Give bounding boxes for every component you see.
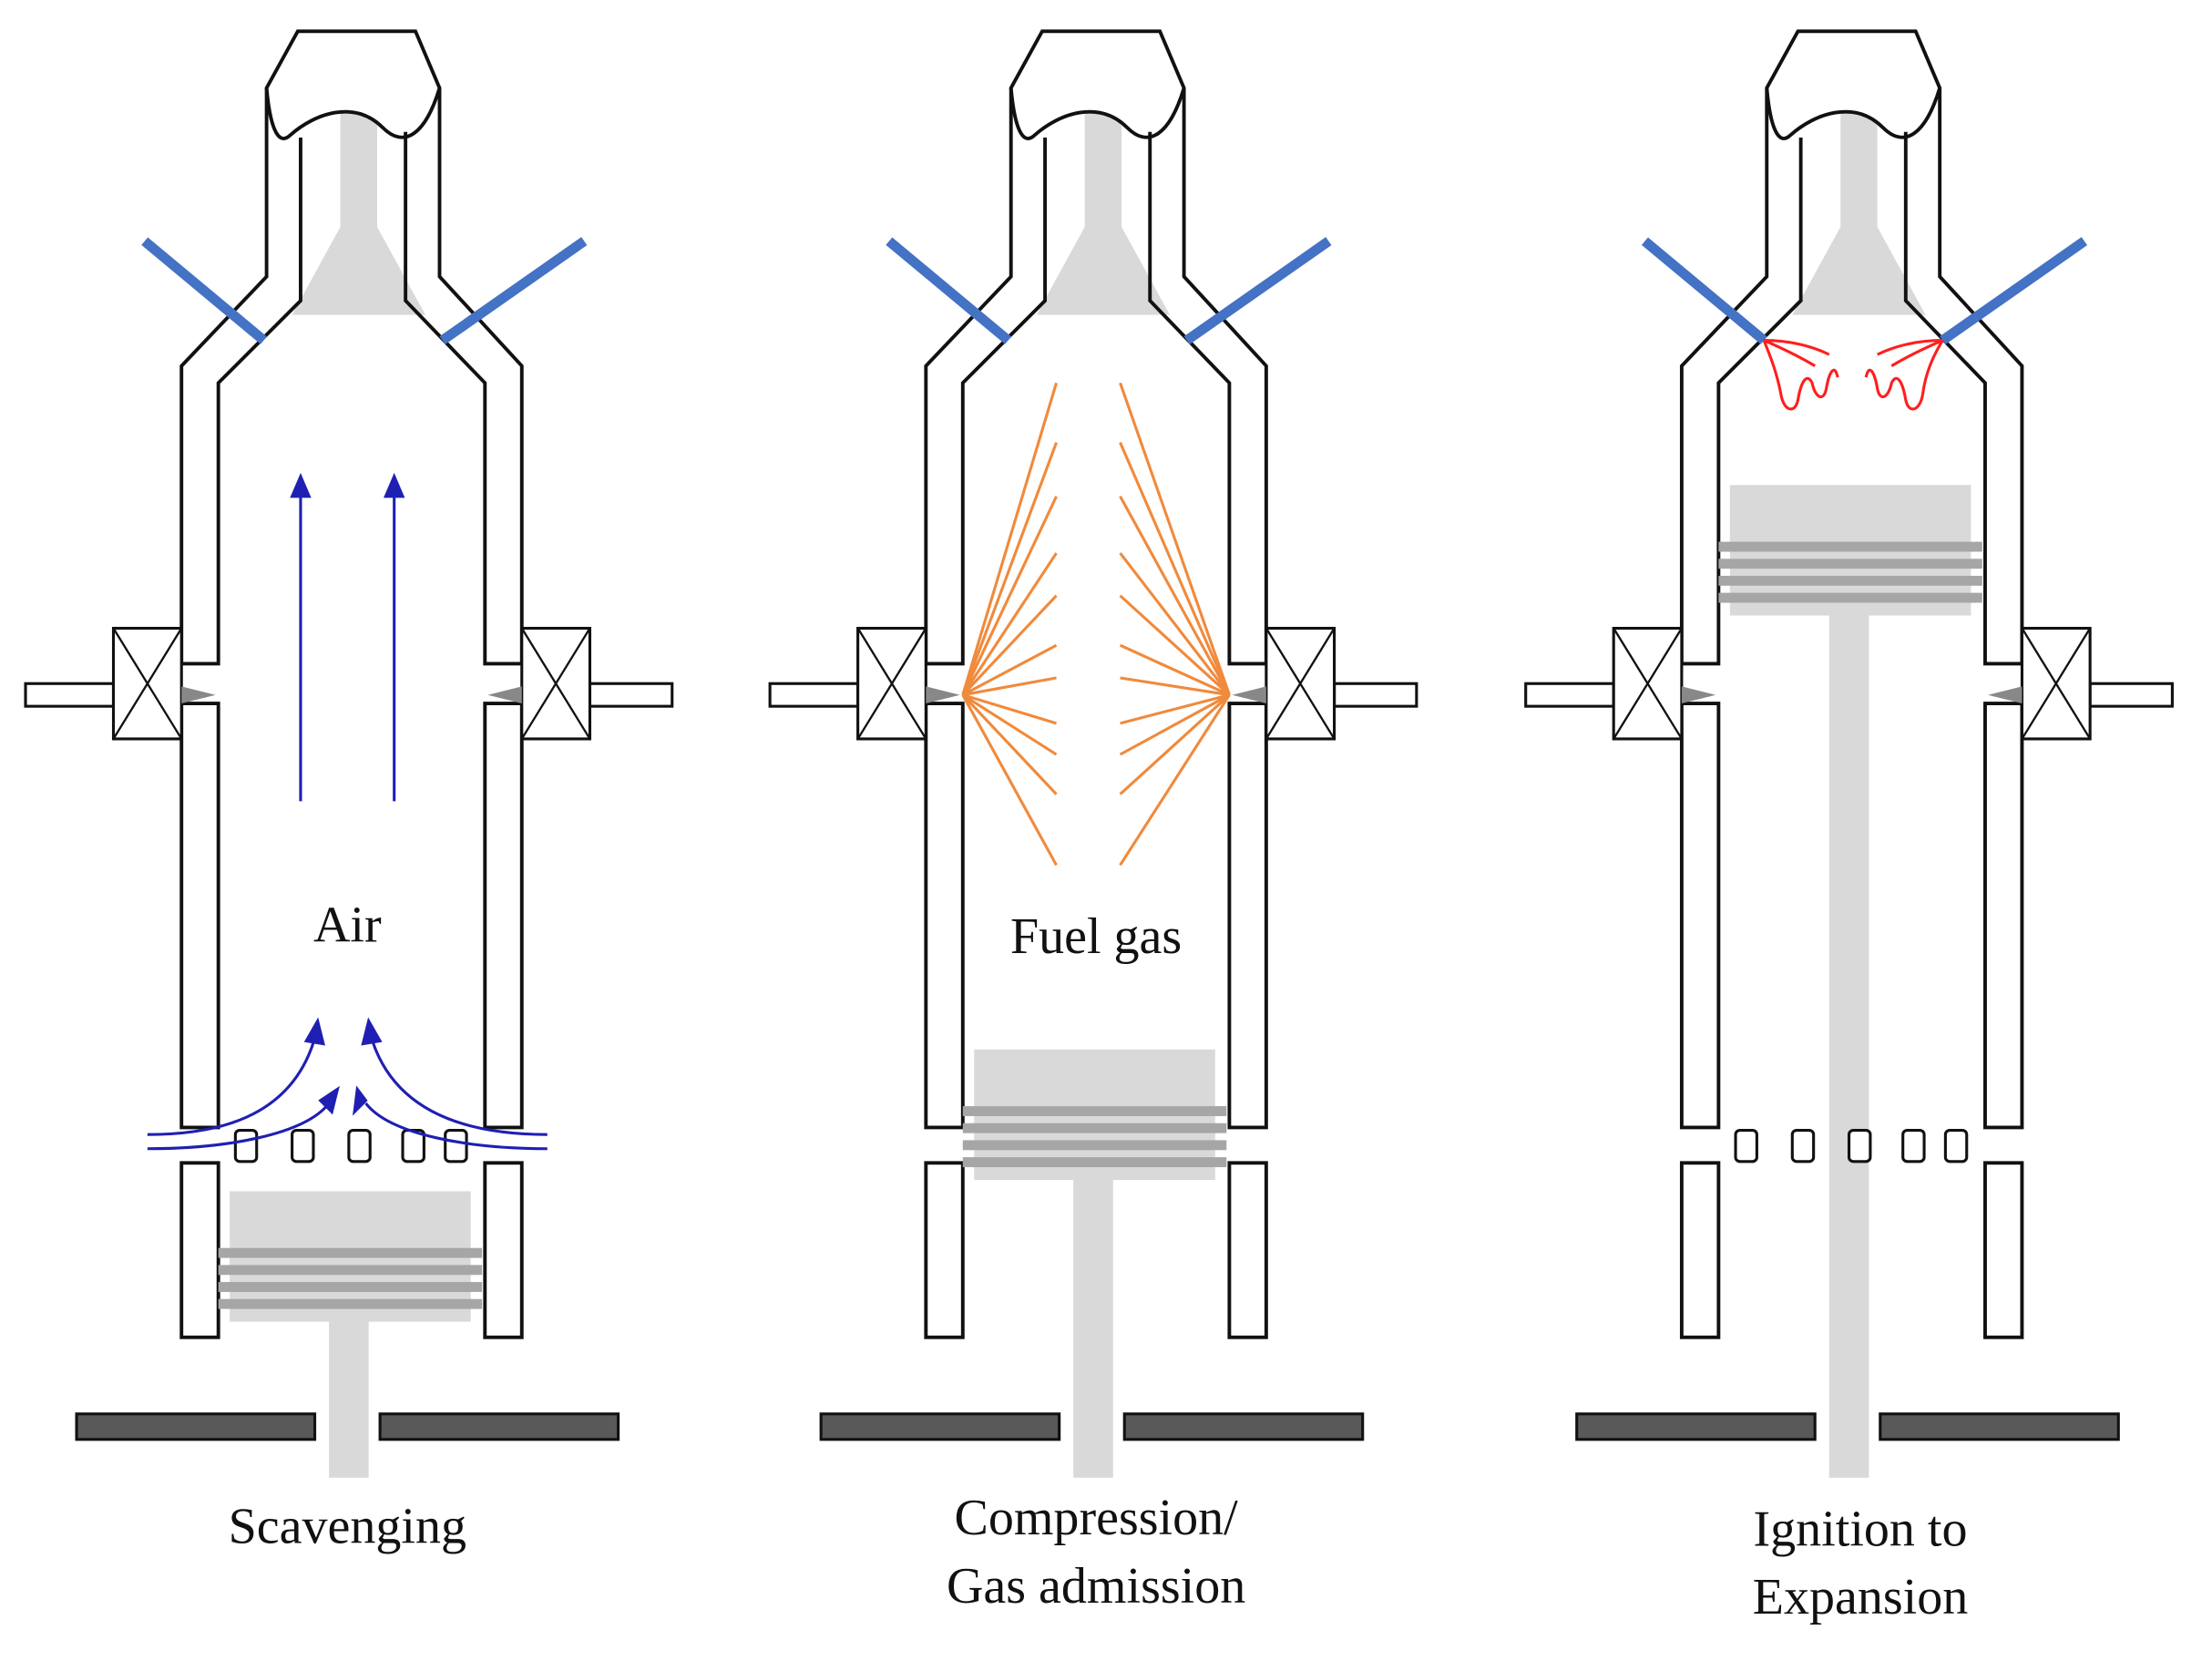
gas-jet-line [1119,693,1231,795]
caption-line-2: Gas admission [947,1558,1245,1615]
gas-jet-line [961,442,1058,696]
gas-jet-line [961,552,1058,696]
gas-jet-line [1119,442,1231,696]
gas-jet-line [961,693,1058,795]
piston [218,1191,483,1322]
caption-line-1: Scavenging [229,1498,466,1554]
gas-jet-line [961,693,1058,866]
fuel-gas-jets [961,382,1231,866]
gas-jet-line [1119,693,1231,866]
air-flow-arrows [147,473,548,1151]
gas-jet-line [1120,676,1230,697]
gas-jet-line [961,693,1058,756]
air-label: Air [313,897,382,954]
panel-ignition: Ignition to Expansion [1526,31,2173,1625]
gas-jet-line [1119,496,1231,696]
fuel-gas-label: Fuel gas [1010,908,1182,965]
ignition-sparks [1762,339,1944,411]
gas-jet-line [1119,594,1231,696]
gas-jet-line [1119,382,1231,696]
gas-jet-line [1119,693,1231,756]
caption-line-2: Expansion [1753,1569,1968,1625]
piston-rod [329,1318,369,1478]
piston-rod [1073,1163,1113,1478]
piston-rod [1828,610,1869,1478]
gas-jet-line [1120,693,1230,725]
piston [962,1049,1227,1180]
gas-jet-line [1119,643,1231,697]
piston [1718,485,1982,616]
gas-jet-line [962,693,1057,725]
gas-jet-line [962,643,1058,697]
gas-jet-line [961,382,1059,696]
scavenge-ports [1734,1128,1969,1164]
gas-jet-line [961,496,1058,696]
caption-line-1: Ignition to [1754,1502,1968,1558]
gas-jet-line [962,676,1057,697]
panel-compression: Fuel gas Compression/ Gas admission [770,31,1417,1615]
gas-jet-line [1119,552,1231,696]
panel-scavenging: Air Scavenging [26,31,672,1554]
caption-line-1: Compression/ [954,1490,1238,1546]
gas-jet-line [961,594,1058,696]
